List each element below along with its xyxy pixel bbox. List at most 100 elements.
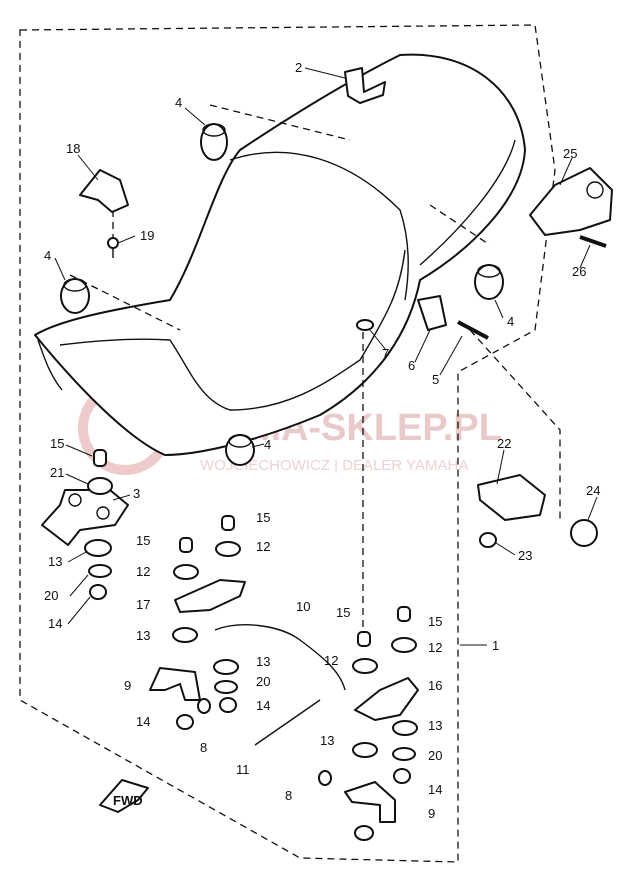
- callout-18: 18: [66, 141, 80, 156]
- part-15-collar-b: [221, 515, 235, 531]
- callout-12-d: 12: [428, 640, 442, 655]
- callout-13-c: 13: [256, 654, 270, 669]
- callout-26: 26: [572, 264, 586, 279]
- callout-12-b: 12: [256, 539, 270, 554]
- callout-20-left: 20: [44, 588, 58, 603]
- callout-23: 23: [518, 548, 532, 563]
- part-9-bracket-left: [149, 667, 201, 701]
- callout-12-c: 12: [324, 653, 338, 668]
- callout-1: 1: [492, 638, 499, 653]
- callout-8-b: 8: [285, 788, 292, 803]
- seat-body: [34, 53, 526, 456]
- part-9-bracket-right: [344, 781, 396, 823]
- fwd-label: FWD: [113, 793, 143, 808]
- part-15-collar-c: [357, 631, 371, 647]
- callout-9-left: 9: [124, 678, 131, 693]
- part-25-lock-detail: [586, 181, 604, 199]
- callout-9-right: 9: [428, 806, 435, 821]
- part-13-rubber-left: [84, 539, 112, 557]
- hidden-line-damper-4: [209, 104, 351, 141]
- part-4-damper-left: [60, 278, 90, 314]
- hidden-line-damper-left: [69, 274, 181, 331]
- part-21-damper-left: [87, 477, 113, 495]
- part-7-grommet: [356, 319, 374, 331]
- part-14-nut-c: [219, 697, 237, 713]
- callout-4-right: 4: [507, 314, 514, 329]
- callout-16: 16: [428, 678, 442, 693]
- callout-25: 25: [563, 146, 577, 161]
- part-26-screw: [579, 235, 607, 248]
- part-3-hole-b: [96, 506, 110, 520]
- part-2-hook: [344, 67, 386, 104]
- part-12-rubber-d: [391, 637, 417, 653]
- callout-3: 3: [133, 486, 140, 501]
- seat-assembly: [34, 53, 526, 456]
- leader-lines: [54, 67, 598, 646]
- callout-4-bottom: 4: [264, 437, 271, 452]
- part-4-damper-top: [200, 123, 228, 161]
- hidden-line-damper-right: [429, 204, 491, 246]
- callouts: 2 4 18 19 4 25 26 7 6 5 4 4 15 21 3 13 2…: [44, 60, 600, 821]
- part-13-rubber-c: [213, 659, 239, 675]
- callout-14-b: 14: [136, 714, 150, 729]
- part-15-collar-d: [397, 606, 411, 622]
- part-4-damper-bottom: [225, 434, 255, 466]
- callout-2: 2: [295, 60, 302, 75]
- callout-4-left: 4: [44, 248, 51, 263]
- callout-6: 6: [408, 358, 415, 373]
- callout-13-left: 13: [48, 554, 62, 569]
- seat-edge-line: [59, 249, 406, 411]
- callout-14-left: 14: [48, 616, 62, 631]
- callout-15-d: 15: [428, 614, 442, 629]
- part-22-lock-cylinder: [477, 474, 546, 521]
- part-11-spring: [254, 699, 321, 746]
- part-20-washer-b: [214, 680, 238, 694]
- seat-front-lip: [37, 339, 63, 391]
- part-12-rubber-a: [173, 564, 199, 580]
- callout-4-top: 4: [175, 95, 182, 110]
- callout-11: 11: [236, 762, 250, 777]
- callout-19: 19: [140, 228, 154, 243]
- part-4-damper-right: [474, 264, 504, 300]
- callout-24: 24: [586, 483, 600, 498]
- part-8-nut-a: [197, 698, 211, 714]
- part-14-nut-d: [393, 768, 411, 784]
- seat-hump-line: [229, 151, 409, 301]
- part-6-catch-plate: [417, 295, 447, 331]
- callout-22: 22: [497, 436, 511, 451]
- callout-15-b: 15: [256, 510, 270, 525]
- part-12-rubber-b: [215, 541, 241, 557]
- fwd-arrow: FWD: [99, 779, 149, 813]
- part-16-bracket: [354, 677, 419, 721]
- callout-13-d: 13: [428, 718, 442, 733]
- callout-10: 10: [296, 599, 310, 614]
- callout-14-c: 14: [256, 698, 270, 713]
- part-24-cap: [570, 519, 598, 547]
- callout-8-a: 8: [200, 740, 207, 755]
- callout-7: 7: [382, 346, 389, 361]
- part-15-collar-left: [93, 449, 107, 467]
- part-15-collar-a: [179, 537, 193, 553]
- callout-15-a: 15: [136, 533, 150, 548]
- callout-17: 17: [136, 597, 150, 612]
- callout-15-left: 15: [50, 436, 64, 451]
- part-20-washer-left: [88, 564, 112, 578]
- callout-14-d: 14: [428, 782, 442, 797]
- callout-13-b: 13: [136, 628, 150, 643]
- part-5-bolt: [457, 320, 489, 340]
- part-14-nut-left: [89, 584, 107, 600]
- part-13-rubber-d: [392, 720, 418, 736]
- part-13-rubber-b: [172, 627, 198, 643]
- callout-12-a: 12: [136, 564, 150, 579]
- seat-side-seam: [419, 139, 516, 266]
- part-25-lock-housing: [529, 167, 613, 236]
- callout-15-c: 15: [336, 605, 350, 620]
- callout-5: 5: [432, 372, 439, 387]
- part-18-bracket: [79, 169, 129, 213]
- part-17-bracket: [174, 579, 246, 613]
- callout-20-b: 20: [256, 674, 270, 689]
- part-20-washer-c: [392, 747, 416, 761]
- part-8-nut-b: [318, 770, 332, 786]
- callout-21: 21: [50, 465, 64, 480]
